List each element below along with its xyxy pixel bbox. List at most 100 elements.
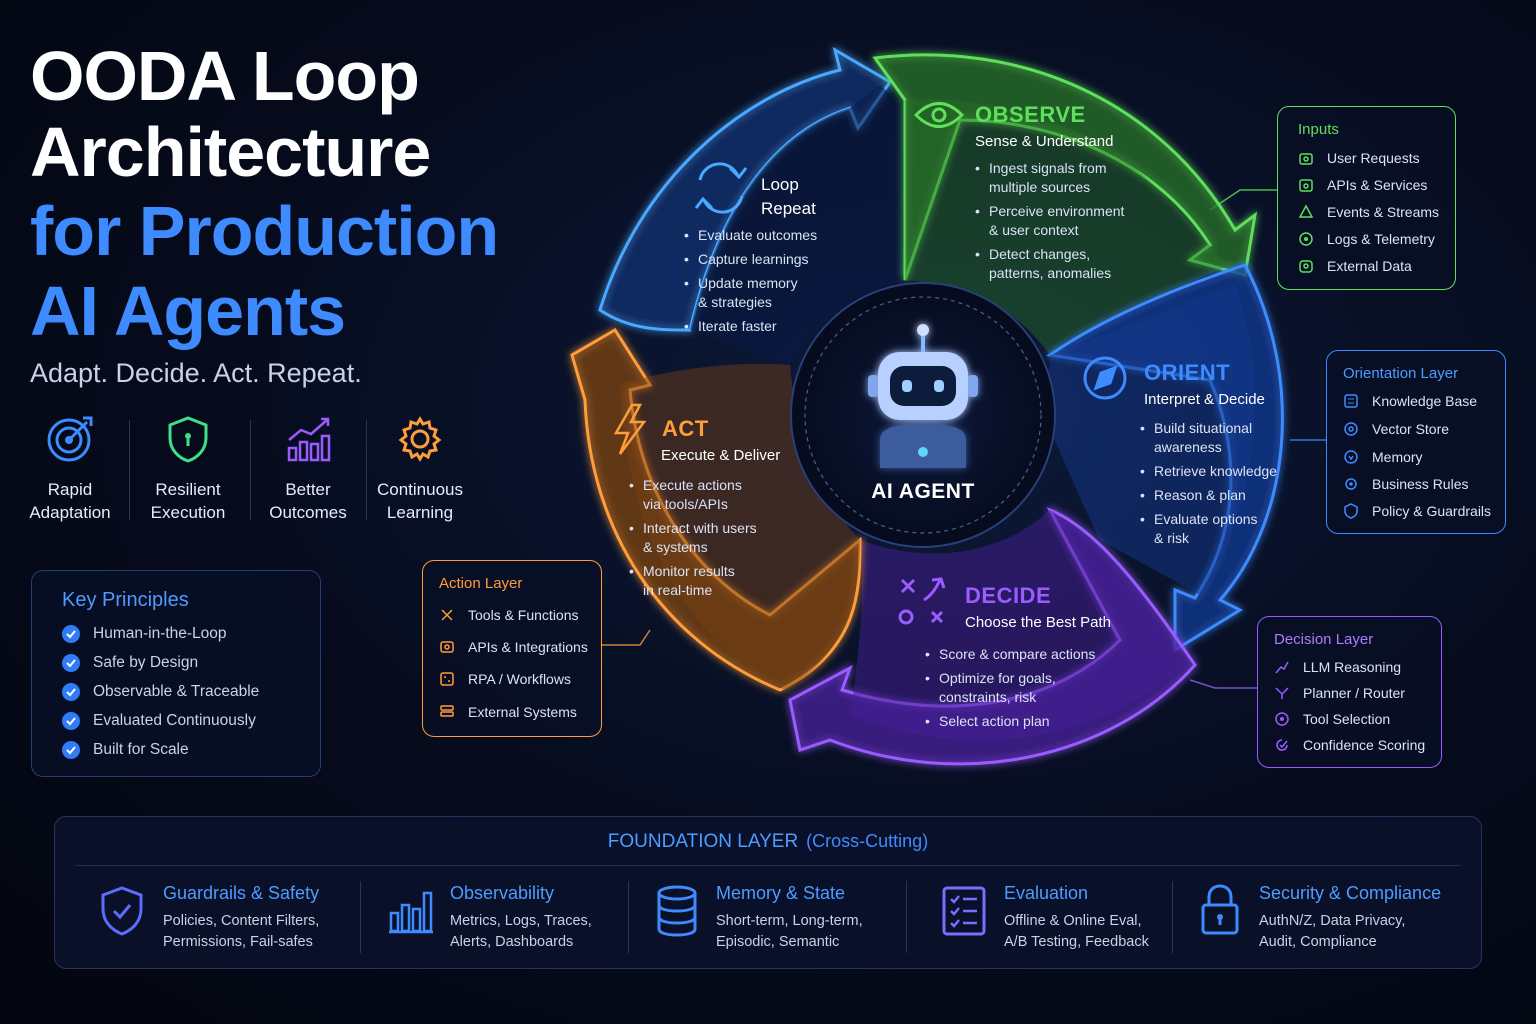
workflow-icon bbox=[439, 671, 455, 687]
decision-layer-panel: Decision Layer LLM Reasoning Planner / R… bbox=[1257, 616, 1442, 768]
foundation-desc-l1: Short-term, Long-term, bbox=[716, 913, 863, 929]
orientation-item: Memory bbox=[1343, 449, 1423, 465]
orient-title: ORIENT bbox=[1144, 360, 1231, 385]
tools-icon bbox=[439, 607, 455, 623]
decide-subtitle: Choose the Best Path bbox=[965, 614, 1111, 631]
robot-icon bbox=[868, 324, 978, 468]
benefit-continuous-learning: Continuous Learning bbox=[361, 414, 479, 524]
check-icon bbox=[62, 654, 80, 672]
compass-icon bbox=[1083, 356, 1127, 400]
refresh-icon bbox=[694, 162, 748, 214]
action-layer-panel: Action Layer Tools & Functions APIs & In… bbox=[422, 560, 602, 737]
foundation-item-desc: AuthN/Z, Data Privacy,Audit, Compliance bbox=[1259, 911, 1405, 953]
loop-bullet: Evaluate outcomes bbox=[682, 226, 817, 245]
foundation-desc-l2: Permissions, Fail-safes bbox=[163, 934, 313, 950]
act-bullet: Interact with users& systems bbox=[627, 519, 757, 557]
inputs-item-label: Events & Streams bbox=[1327, 204, 1440, 220]
foundation-item-guardrails: Guardrails & Safety Policies, Content Fi… bbox=[99, 879, 359, 959]
connector-action bbox=[600, 629, 651, 646]
bar-chart-icon bbox=[389, 891, 433, 934]
loop-title: Loop Repeat bbox=[761, 173, 816, 221]
orientation-item-label: Knowledge Base bbox=[1372, 393, 1478, 409]
principle-label: Evaluated Continuously bbox=[93, 712, 256, 729]
inputs-item: Logs & Telemetry bbox=[1298, 231, 1435, 247]
benefit-label-2b: Execution bbox=[150, 503, 226, 522]
foundation-item-desc: Policies, Content Filters, Permissions, F… bbox=[163, 911, 319, 953]
observe-bullet-l2: patterns, anomalies bbox=[989, 265, 1112, 281]
inputs-item: Events & Streams bbox=[1298, 204, 1439, 220]
loop-inner-fill bbox=[690, 85, 910, 365]
tool-selection-icon bbox=[1274, 711, 1290, 727]
observe-bullet-l1: Perceive environment bbox=[989, 203, 1125, 219]
inputs-item-label: Logs & Telemetry bbox=[1327, 231, 1435, 247]
foundation-item-security: Security & Compliance AuthN/Z, Data Priv… bbox=[1199, 879, 1469, 959]
decision-layer-title: Decision Layer bbox=[1274, 631, 1374, 648]
decide-bullet-l2: constraints, risk bbox=[939, 689, 1037, 705]
strategy-icon bbox=[898, 577, 946, 625]
loop-bullets: Evaluate outcomes Capture learnings Upda… bbox=[682, 226, 817, 341]
orient-bullet-l1: Build situational bbox=[1154, 420, 1253, 436]
api-icon bbox=[1298, 177, 1314, 193]
center-dashed-ring bbox=[804, 296, 1042, 534]
decide-title: DECIDE bbox=[965, 583, 1052, 608]
connector-decision bbox=[1189, 679, 1258, 689]
foundation-item-title: Guardrails & Safety bbox=[163, 883, 320, 903]
decision-item: Confidence Scoring bbox=[1274, 737, 1425, 753]
foundation-subtitle: (Cross-Cutting) bbox=[806, 831, 929, 851]
reasoning-icon bbox=[1274, 659, 1290, 675]
decision-item: Tool Selection bbox=[1274, 711, 1390, 727]
orient-bullet: Build situational awareness bbox=[1138, 419, 1277, 457]
orient-bullet-l1: Evaluate options bbox=[1154, 511, 1258, 527]
loop-title-line2: Repeat bbox=[761, 199, 816, 218]
action-item: APIs & Integrations bbox=[439, 639, 588, 655]
observe-bullet: Perceive environment& user context bbox=[973, 202, 1124, 240]
observe-bullet-l1: Detect changes, bbox=[989, 246, 1091, 262]
foundation-item-desc: Short-term, Long-term,Episodic, Semantic bbox=[716, 911, 863, 953]
foundation-item-title: Observability bbox=[450, 883, 555, 903]
foundation-item-memory: Memory & State Short-term, Long-term,Epi… bbox=[655, 879, 905, 959]
benefit-label-1: Rapid bbox=[47, 480, 93, 499]
inputs-item-label: APIs & Services bbox=[1327, 177, 1428, 193]
act-title: ACT bbox=[662, 416, 709, 441]
vector-store-icon bbox=[1343, 421, 1359, 437]
action-item-label: APIs & Integrations bbox=[468, 639, 588, 655]
observe-bullet: Detect changes, patterns, anomalies bbox=[973, 245, 1124, 283]
orient-bullet-l2: awareness bbox=[1154, 439, 1222, 455]
benefit-resilient-execution: Resilient Execution bbox=[129, 414, 247, 524]
decide-bullet-l1: Optimize for goals, bbox=[939, 670, 1056, 686]
shield-check-icon bbox=[101, 886, 143, 936]
inputs-item-label: External Data bbox=[1327, 258, 1412, 274]
loop-segment bbox=[598, 46, 893, 332]
inputs-item: User Requests bbox=[1298, 150, 1420, 166]
foundation-desc-l2: Alerts, Dashboards bbox=[450, 934, 574, 950]
policy-icon bbox=[1343, 503, 1359, 519]
shield-icon bbox=[168, 416, 208, 463]
memory-icon bbox=[1343, 449, 1359, 465]
act-bullet-l1: Monitor results bbox=[643, 563, 735, 579]
orientation-item: Business Rules bbox=[1343, 476, 1469, 492]
foundation-desc-l1: Metrics, Logs, Traces, bbox=[450, 913, 592, 929]
orient-bullet: Reason & plan bbox=[1138, 486, 1277, 505]
act-subtitle: Execute & Deliver bbox=[661, 447, 781, 464]
foundation-desc-l1: AuthN/Z, Data Privacy, bbox=[1259, 913, 1406, 929]
router-icon bbox=[1274, 685, 1290, 701]
principle-label: Safe by Design bbox=[93, 654, 199, 671]
loop-bullet-cont: & strategies bbox=[682, 293, 817, 312]
foundation-item-title: Security & Compliance bbox=[1259, 883, 1442, 903]
loop-bullet-cont-text: & strategies bbox=[698, 294, 772, 310]
foundation-item-desc: Metrics, Logs, Traces, Alerts, Dashboards bbox=[450, 911, 592, 953]
orient-bullet: Evaluate options& risk bbox=[1138, 510, 1277, 548]
action-item: RPA / Workflows bbox=[439, 671, 571, 687]
gear-icon bbox=[398, 416, 442, 462]
decision-item-label: Planner / Router bbox=[1303, 685, 1405, 701]
observe-subtitle: Sense & Understand bbox=[975, 133, 1114, 150]
key-principles-panel: Key Principles Human-in-the-Loop Safe by… bbox=[31, 570, 321, 777]
observe-bullet-l1: Ingest signals from bbox=[989, 160, 1107, 176]
user-request-icon bbox=[1298, 150, 1314, 166]
orientation-layer-title: Orientation Layer bbox=[1343, 365, 1459, 382]
foundation-desc-l1: Policies, Content Filters, bbox=[163, 913, 320, 929]
benefit-label-4b: Learning bbox=[386, 503, 454, 522]
benefit-better-outcomes: Better Outcomes bbox=[249, 414, 367, 524]
